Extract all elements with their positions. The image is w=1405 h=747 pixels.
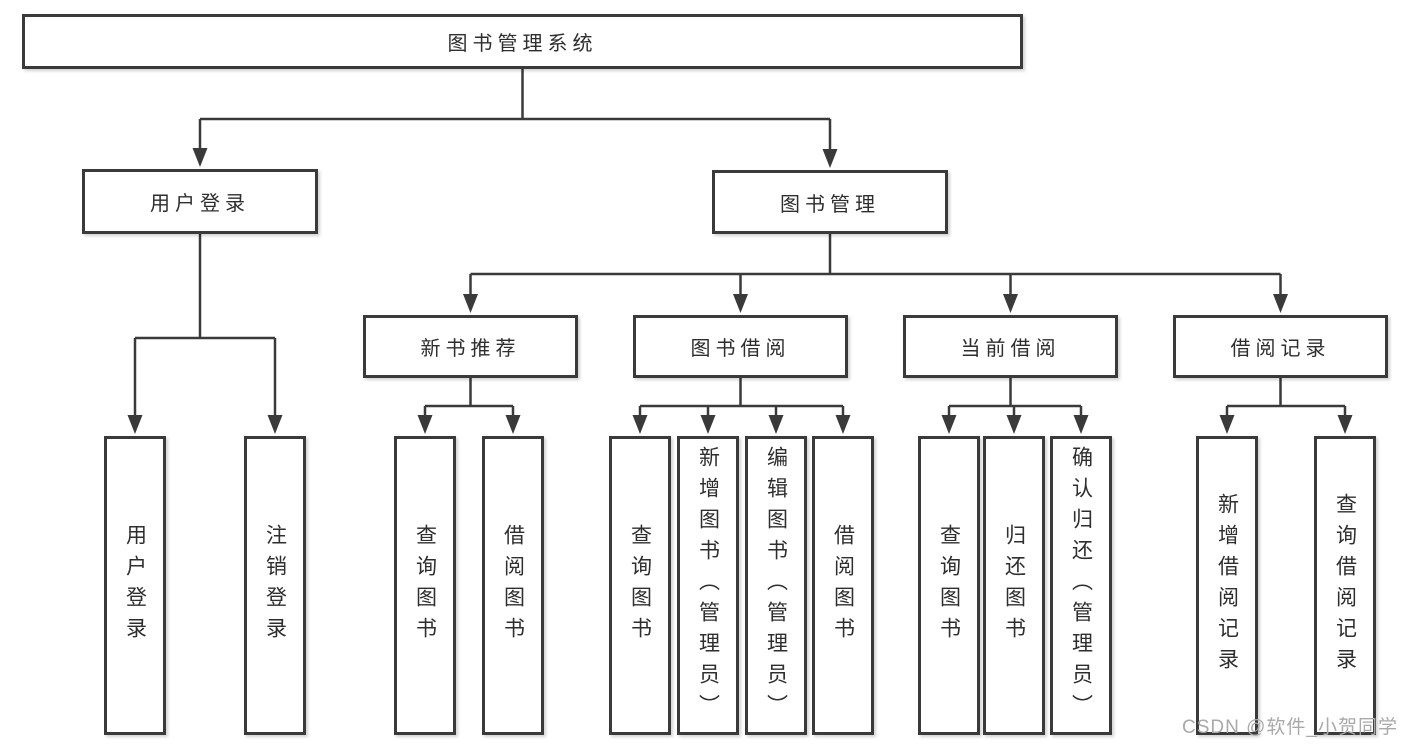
leaf-add-book-admin: 新增图书（管理员） <box>677 436 739 735</box>
leaf-borrow-book-2: 借阅图书 <box>812 436 874 735</box>
leaf-borrow-book-1-label: 借阅图书 <box>501 523 525 648</box>
leaf-query-book-2-label: 查询图书 <box>628 523 652 648</box>
leaf-confirm-return-admin: 确认归还（管理员） <box>1050 436 1112 735</box>
node-current-borrow-label: 当前借阅 <box>960 338 1061 360</box>
leaf-query-borrow-record-label: 查询借阅记录 <box>1333 492 1357 679</box>
csdn-watermark: CSDN @软件_小贺同学 <box>1182 717 1398 738</box>
leaf-query-book-3-label: 查询图书 <box>937 523 961 648</box>
leaf-query-book-1: 查询图书 <box>394 436 456 735</box>
node-root-system: 图书管理系统 <box>22 14 1023 69</box>
leaf-logout: 注销登录 <box>244 436 306 735</box>
edge-book-borrow-children <box>632 378 851 434</box>
leaf-confirm-return-admin-label: 确认归还（管理员） <box>1069 446 1093 725</box>
node-user-login-label: 用户登录 <box>150 193 250 215</box>
leaf-query-book-1-label: 查询图书 <box>413 523 437 648</box>
node-borrow-record: 借阅记录 <box>1173 315 1388 378</box>
leaf-add-borrow-record: 新增借阅记录 <box>1196 436 1258 735</box>
node-new-book-recommend: 新书推荐 <box>363 315 578 378</box>
node-book-borrow-label: 图书借阅 <box>690 338 791 360</box>
leaf-add-book-admin-label: 新增图书（管理员） <box>696 446 720 725</box>
edge-new-book-children <box>417 378 521 434</box>
leaf-query-borrow-record: 查询借阅记录 <box>1314 436 1376 735</box>
node-borrow-record-label: 借阅记录 <box>1230 338 1331 360</box>
leaf-borrow-book-1: 借阅图书 <box>482 436 544 735</box>
leaf-edit-book-admin: 编辑图书（管理员） <box>745 436 807 735</box>
edge-root-to-level2 <box>192 69 838 168</box>
leaf-return-book-label: 归还图书 <box>1002 523 1026 648</box>
node-user-login: 用户登录 <box>82 169 318 234</box>
edge-book-management-groups <box>463 234 1288 313</box>
node-book-borrow: 图书借阅 <box>633 315 848 378</box>
node-book-management-label: 图书管理 <box>780 193 880 216</box>
edge-user-login-children <box>127 234 283 434</box>
node-current-borrow: 当前借阅 <box>903 315 1118 378</box>
leaf-query-book-3: 查询图书 <box>918 436 980 735</box>
leaf-logout-label: 注销登录 <box>263 523 287 648</box>
node-new-book-recommend-label: 新书推荐 <box>420 338 521 360</box>
node-root-label: 图书管理系统 <box>447 33 598 55</box>
node-book-management: 图书管理 <box>712 170 948 234</box>
leaf-borrow-book-2-label: 借阅图书 <box>831 523 855 648</box>
edge-current-borrow-children <box>941 378 1089 434</box>
edge-borrow-record-children <box>1219 378 1353 434</box>
leaf-query-book-2: 查询图书 <box>609 436 671 735</box>
leaf-edit-book-admin-label: 编辑图书（管理员） <box>764 446 788 725</box>
leaf-add-borrow-record-label: 新增借阅记录 <box>1215 492 1239 679</box>
leaf-user-login: 用户登录 <box>104 436 166 735</box>
leaf-return-book: 归还图书 <box>983 436 1045 735</box>
leaf-user-login-label: 用户登录 <box>123 523 147 648</box>
